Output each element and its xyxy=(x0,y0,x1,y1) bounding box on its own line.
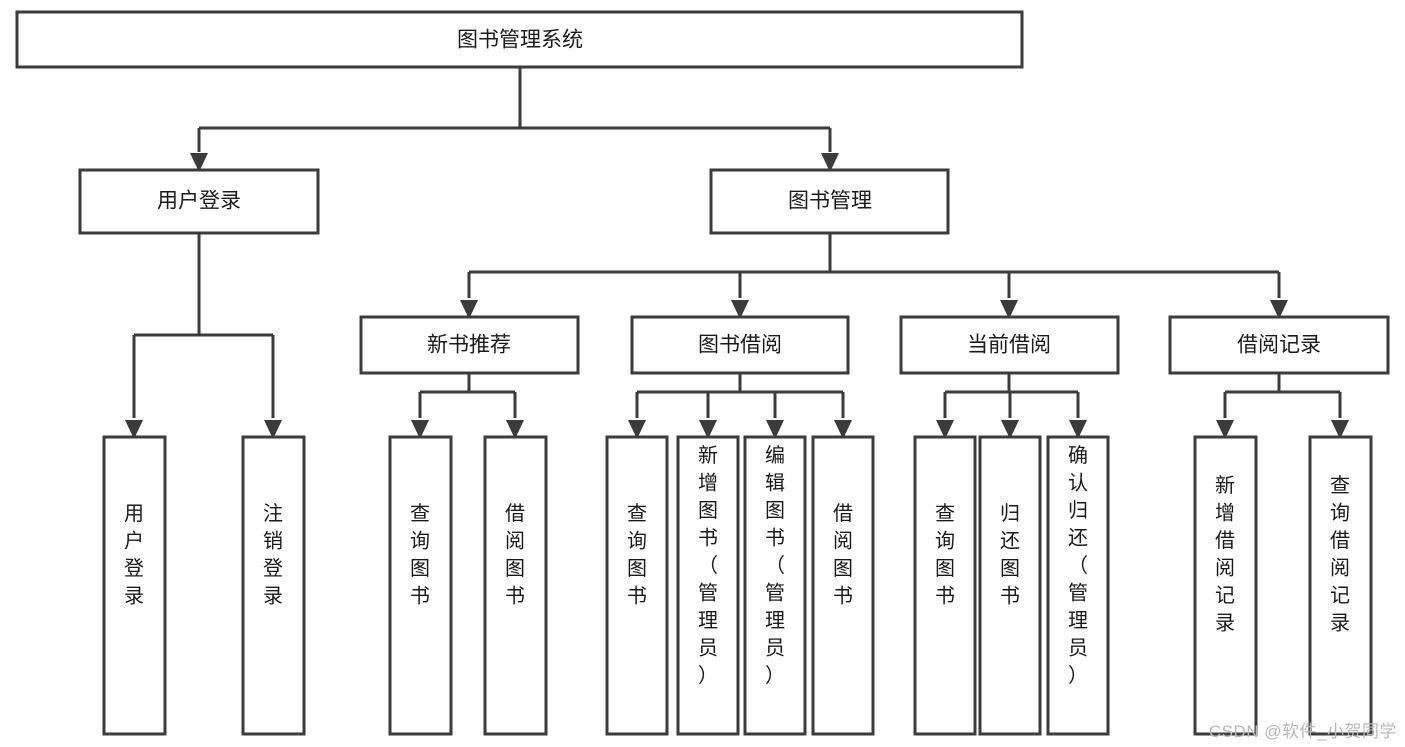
csdn-watermark: CSDN @软件_小贺同学 xyxy=(1208,722,1397,741)
node-leaf-confirm-return-label: 确认归还（管理员） xyxy=(1068,444,1088,687)
node-new-book-rec[interactable]: 新书推荐 xyxy=(359,315,580,375)
node-leaf-query-record-box[interactable] xyxy=(1308,435,1373,736)
node-leaf-add-record-label: 新增借阅记录 xyxy=(1215,474,1235,635)
node-borrow-record[interactable]: 借阅记录 xyxy=(1168,315,1390,375)
node-book-manage[interactable]: 图书管理 xyxy=(709,168,950,235)
node-user-login[interactable]: 用户登录 xyxy=(78,168,320,235)
node-leaf-add-record-box[interactable] xyxy=(1193,435,1258,736)
node-leaf-user-login-box[interactable] xyxy=(102,435,167,736)
node-leaf-return-book-label: 归还图书 xyxy=(1000,502,1020,608)
node-leaf-user-logout-label: 注销登录 xyxy=(263,502,283,608)
node-leaf-edit-book[interactable]: 编辑图书（管理员） xyxy=(743,435,807,736)
node-leaf-borrow-book-2-label: 借阅图书 xyxy=(833,502,853,608)
node-leaf-add-book-box[interactable] xyxy=(676,435,740,736)
node-leaf-borrow-book-1[interactable]: 借阅图书 xyxy=(483,435,548,736)
node-user-login-box[interactable] xyxy=(78,168,320,235)
node-leaf-user-login-label: 用户登录 xyxy=(124,503,144,608)
node-leaf-query-record[interactable]: 查询借阅记录 xyxy=(1308,435,1373,736)
node-leaf-borrow-book-2[interactable]: 借阅图书 xyxy=(811,435,875,736)
node-leaf-borrow-book-1-box[interactable] xyxy=(483,435,548,736)
connector-layer xyxy=(125,67,1349,439)
node-leaf-borrow-book-1-label: 借阅图书 xyxy=(505,502,525,608)
node-current-borrow-label: 当前借阅 xyxy=(967,334,1051,357)
node-root[interactable]: 图书管理系统 xyxy=(15,10,1024,69)
node-leaf-query-book-3-label: 查询图书 xyxy=(935,502,955,608)
node-borrow-record-label: 借阅记录 xyxy=(1237,334,1321,357)
node-book-borrow-box[interactable] xyxy=(630,315,850,375)
node-leaf-user-login[interactable]: 用户登录 xyxy=(102,435,167,736)
node-root-label: 图书管理系统 xyxy=(457,29,583,52)
node-borrow-record-box[interactable] xyxy=(1168,315,1390,375)
node-leaf-add-book[interactable]: 新增图书（管理员） xyxy=(676,435,740,736)
node-current-borrow[interactable]: 当前借阅 xyxy=(899,315,1120,375)
node-leaf-edit-book-box[interactable] xyxy=(743,435,807,736)
node-leaf-query-book-3-box[interactable] xyxy=(913,435,977,736)
node-user-login-label: 用户登录 xyxy=(157,190,241,213)
node-leaf-query-book-2-box[interactable] xyxy=(605,435,669,736)
node-leaf-user-logout[interactable]: 注销登录 xyxy=(241,435,306,736)
node-leaf-query-book-1-box[interactable] xyxy=(388,435,453,736)
node-leaf-edit-book-label: 编辑图书（管理员） xyxy=(765,444,785,687)
node-leaf-return-book-box[interactable] xyxy=(978,435,1042,736)
node-leaf-query-book-2-label: 查询图书 xyxy=(627,502,647,608)
node-leaf-return-book[interactable]: 归还图书 xyxy=(978,435,1042,736)
node-leaf-confirm-return[interactable]: 确认归还（管理员） xyxy=(1046,435,1110,736)
node-new-book-rec-label: 新书推荐 xyxy=(427,334,511,357)
node-leaf-query-book-3[interactable]: 查询图书 xyxy=(913,435,977,736)
node-leaf-add-book-label: 新增图书（管理员） xyxy=(698,444,718,687)
node-leaf-query-book-2[interactable]: 查询图书 xyxy=(605,435,669,736)
node-leaf-confirm-return-box[interactable] xyxy=(1046,435,1110,736)
node-leaf-user-logout-box[interactable] xyxy=(241,435,306,736)
node-leaf-add-record[interactable]: 新增借阅记录 xyxy=(1193,435,1258,736)
node-leaf-query-book-1[interactable]: 查询图书 xyxy=(388,435,453,736)
node-leaf-query-record-label: 查询借阅记录 xyxy=(1330,474,1350,635)
node-book-borrow[interactable]: 图书借阅 xyxy=(630,315,850,375)
node-book-manage-label: 图书管理 xyxy=(788,190,872,213)
node-leaf-borrow-book-2-box[interactable] xyxy=(811,435,875,736)
node-book-borrow-label: 图书借阅 xyxy=(698,334,782,357)
node-root-box[interactable] xyxy=(15,10,1024,69)
node-book-manage-box[interactable] xyxy=(709,168,950,235)
node-current-borrow-box[interactable] xyxy=(899,315,1120,375)
node-new-book-rec-box[interactable] xyxy=(359,315,580,375)
node-leaf-query-book-1-label: 查询图书 xyxy=(410,502,430,608)
